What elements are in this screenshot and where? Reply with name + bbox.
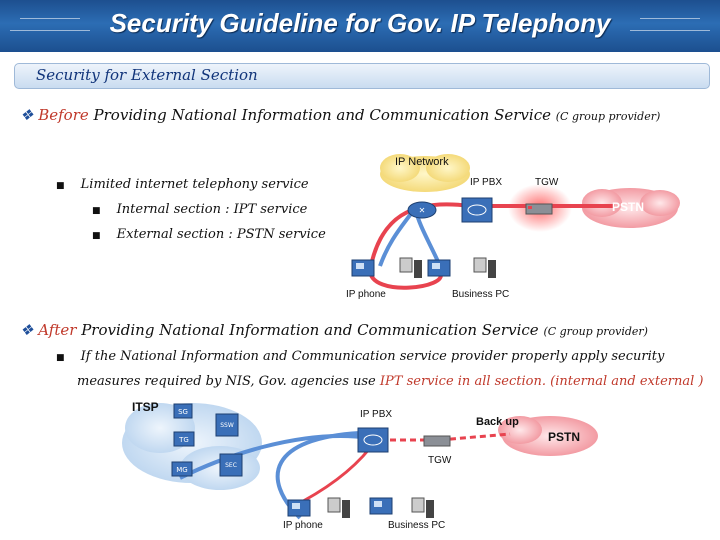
section-bar — [14, 63, 710, 89]
ip-phone-icon — [351, 259, 375, 277]
pstn-cloud — [582, 188, 680, 228]
after-bullet-line-2: measures required by NIS, Gov. agencies … — [77, 374, 704, 389]
backup-label: Back up — [476, 416, 519, 428]
before-keyword: Before — [38, 106, 89, 124]
ip-phone-icon — [369, 497, 393, 515]
before-bullet-3: ■ External section : PSTN service — [92, 227, 326, 242]
ip-pbx-label: IP PBX — [470, 177, 503, 188]
itsp-node-label: SSW — [220, 422, 234, 429]
itsp-node-label: SG — [178, 408, 188, 416]
itsp-node-tg: TG — [173, 431, 195, 447]
ip-network-cloud — [380, 154, 470, 192]
ip-pbx-icon — [357, 427, 389, 453]
pstn-label: PSTN — [548, 430, 581, 444]
ip-phone-icon — [427, 259, 451, 277]
square-bullet-icon: ■ — [92, 231, 101, 241]
after-emphasis: IPT service in all section. (internal an… — [379, 374, 704, 389]
router-icon: ✕ — [407, 201, 437, 219]
itsp-node-mg: MG — [171, 461, 193, 477]
business-pc-icon — [327, 497, 350, 518]
business-pc-icon — [473, 257, 496, 278]
itsp-label: ITSP — [132, 400, 159, 414]
tgw-icon — [525, 203, 553, 215]
tgw-label: TGW — [535, 177, 559, 188]
blue-link-path — [179, 434, 371, 480]
before-bullet-1: ■ Limited internet telephony service — [56, 177, 309, 192]
itsp-node-sg: SG — [173, 403, 193, 419]
before-heading: ❖ Before Providing National Information … — [20, 106, 660, 124]
business-pc-icon — [411, 497, 434, 518]
after-note: (C group provider) — [543, 325, 648, 338]
after-heading: ❖ After Providing National Information a… — [20, 321, 648, 339]
after-network-diagram: SG SSW TG MG SEC — [122, 403, 598, 520]
before-main-text: Providing National Information and Commu… — [93, 106, 551, 124]
after-main-text: Providing National Information and Commu… — [81, 321, 539, 339]
section-label: Security for External Section — [36, 66, 258, 84]
ip-pbx-label: IP PBX — [360, 409, 393, 420]
ip-phone-icon — [287, 499, 311, 517]
itsp-node-label: SEC — [225, 462, 237, 469]
diamond-bullet-icon: ❖ — [20, 321, 34, 339]
svg-text:✕: ✕ — [419, 206, 426, 215]
title-banner — [0, 0, 720, 52]
ip-pbx-icon — [461, 197, 493, 223]
business-pc-icon — [399, 257, 422, 278]
tgw-icon — [423, 435, 451, 447]
before-bullet-2: ■ Internal section : IPT service — [92, 202, 308, 217]
itsp-node-label: MG — [176, 466, 187, 474]
red-link-path — [368, 269, 443, 290]
tgw-label: TGW — [428, 455, 452, 466]
business-pc-label: Business PC — [452, 289, 510, 300]
pstn-cloud — [498, 416, 598, 456]
ip-network-label: IP Network — [395, 156, 449, 168]
square-bullet-icon: ■ — [56, 181, 65, 191]
before-note: (C group provider) — [555, 110, 661, 123]
after-keyword: After — [38, 321, 77, 339]
square-bullet-icon: ■ — [56, 353, 65, 363]
itsp-node-label: TG — [178, 436, 189, 444]
before-network-diagram: ✕ — [351, 154, 680, 290]
business-pc-label: Business PC — [388, 520, 446, 531]
page-title: Security Guideline for Gov. IP Telephony — [109, 8, 611, 38]
pstn-label: PSTN — [612, 200, 645, 214]
itsp-node-sec: SEC — [219, 453, 243, 477]
ip-phone-label: IP phone — [283, 520, 323, 531]
itsp-node-ssw: SSW — [215, 413, 239, 437]
ip-phone-label: IP phone — [346, 289, 386, 300]
diamond-bullet-icon: ❖ — [20, 106, 34, 124]
square-bullet-icon: ■ — [92, 206, 101, 216]
after-bullet-line-1: ■ If the National Information and Commun… — [56, 349, 665, 364]
